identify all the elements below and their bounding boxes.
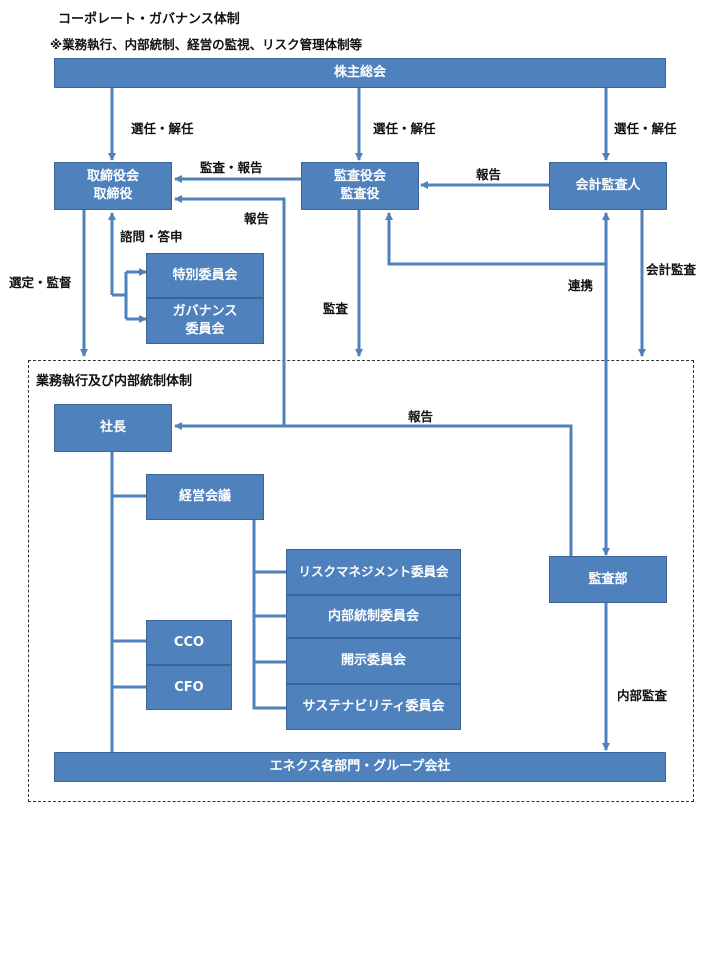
accounting-auditor-label: 会計監査人: [575, 178, 641, 194]
label-cooperation: 連携: [568, 278, 594, 293]
label-audit: 監査: [323, 301, 349, 316]
audit-dept-label: 監査部: [588, 571, 628, 587]
audit-board-label-1: 監査役会: [333, 169, 386, 185]
label-report-to-president: 報告: [408, 409, 434, 424]
label-elect-dismiss-1: 選任・解任: [131, 121, 194, 136]
divisions-box: エネクス各部門・グループ会社: [54, 752, 666, 782]
label-audit-report: 監査・報告: [200, 160, 263, 175]
consult-bracket: [112, 272, 128, 297]
page-title: コーポレート・ガバナンス体制: [58, 12, 240, 27]
arrow-cooperation: [385, 212, 606, 266]
board-label-2: 取締役: [93, 187, 133, 202]
label-accounting-audit: 会計監査: [646, 262, 697, 277]
governance-committee-box: ガバナンス 委員会: [146, 298, 264, 344]
governance-committee-label-2: 委員会: [185, 322, 225, 337]
audit-board-box: 監査役会 監査役: [301, 162, 419, 210]
label-internal-audit: 内部監査: [617, 688, 668, 703]
arrow-report-to-board: [174, 195, 286, 426]
label-consult-answer: 諮問・答申: [120, 229, 183, 244]
execution-area-label: 業務執行及び内部統制体制: [36, 374, 193, 389]
risk-committee-box: リスクマネジメント委員会: [286, 549, 461, 595]
special-committee-box: 特別委員会: [146, 253, 264, 298]
board-label-1: 取締役会: [86, 169, 139, 185]
sustainability-committee-box: サステナビリティ委員会: [286, 684, 461, 730]
internal-control-committee-label: 内部統制委員会: [327, 608, 419, 624]
governance-committee-label-1: ガバナンス: [172, 304, 238, 320]
accounting-auditor-box: 会計監査人: [549, 162, 667, 210]
label-elect-dismiss-3: 選任・解任: [614, 121, 677, 136]
disclosure-committee-label: 開示委員会: [340, 653, 406, 669]
cfo-box: CFO: [146, 665, 232, 710]
execution-area-border: [28, 360, 694, 802]
shareholders-meeting-label: 株主総会: [333, 65, 386, 81]
sustainability-committee-label: サステナビリティ委員会: [302, 699, 445, 715]
management-meeting-box: 経営会議: [146, 474, 264, 520]
label-select-supervise: 選定・監督: [9, 275, 72, 290]
cfo-label: CFO: [174, 679, 204, 695]
management-to-committees: [252, 520, 286, 710]
page-subtitle: ※業務執行、内部統制、経営の監視、リスク管理体制等: [50, 37, 363, 52]
management-meeting-label: 経営会議: [178, 489, 231, 505]
audit-board-label-2: 監査役: [340, 187, 380, 202]
board-box: 取締役会 取締役: [54, 162, 172, 210]
label-report-acct: 報告: [476, 167, 502, 182]
audit-dept-box: 監査部: [549, 556, 667, 603]
internal-control-committee-box: 内部統制委員会: [286, 595, 461, 638]
label-elect-dismiss-2: 選任・解任: [373, 121, 436, 136]
shareholders-meeting-box: 株主総会: [54, 58, 666, 88]
special-committee-label: 特別委員会: [172, 267, 238, 283]
label-report-to-board: 報告: [244, 211, 270, 226]
risk-committee-label: リスクマネジメント委員会: [298, 563, 449, 579]
president-box: 社長: [54, 404, 172, 452]
cco-label: CCO: [173, 634, 205, 650]
cco-box: CCO: [146, 620, 232, 665]
arrow-report-to-president: [174, 422, 573, 556]
president-label: 社長: [99, 420, 126, 436]
divisions-label: エネクス各部門・グループ会社: [269, 759, 451, 775]
disclosure-committee-box: 開示委員会: [286, 638, 461, 684]
